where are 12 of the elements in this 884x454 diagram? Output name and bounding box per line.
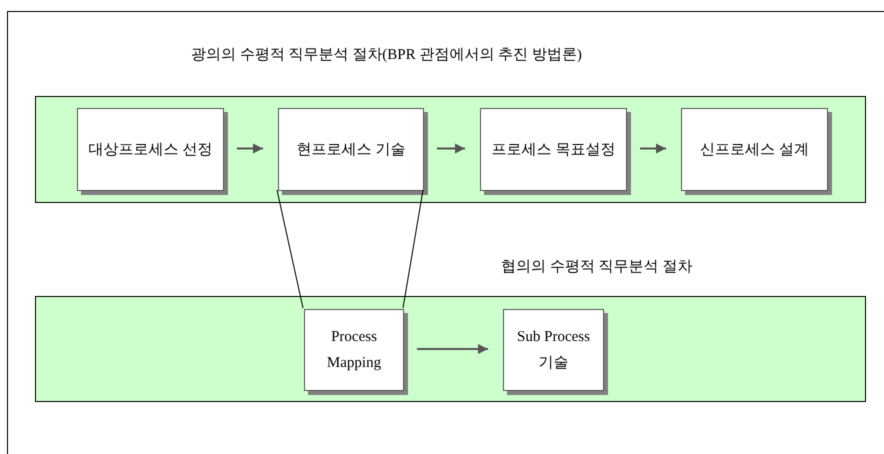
box-label: Process Mapping xyxy=(326,328,382,373)
box-label: 현프로세스 기술 xyxy=(296,140,406,160)
arrow xyxy=(237,144,263,154)
band-heading: 협의의 수평적 직무분석 절차 xyxy=(501,258,692,276)
arrow xyxy=(417,344,488,354)
box-label: 대상프로세스 선정 xyxy=(88,140,212,160)
arrow xyxy=(640,144,666,154)
box-label: 프로세스 목표설정 xyxy=(492,140,616,160)
band-heading: 광의의 수평적 직무분석 절차(BPR 관점에서의 추진 방법론) xyxy=(191,46,582,64)
box-label: 신프로세스 설계 xyxy=(700,140,809,160)
box-label: Sub Process기술 xyxy=(516,328,591,373)
arrow xyxy=(437,144,465,154)
